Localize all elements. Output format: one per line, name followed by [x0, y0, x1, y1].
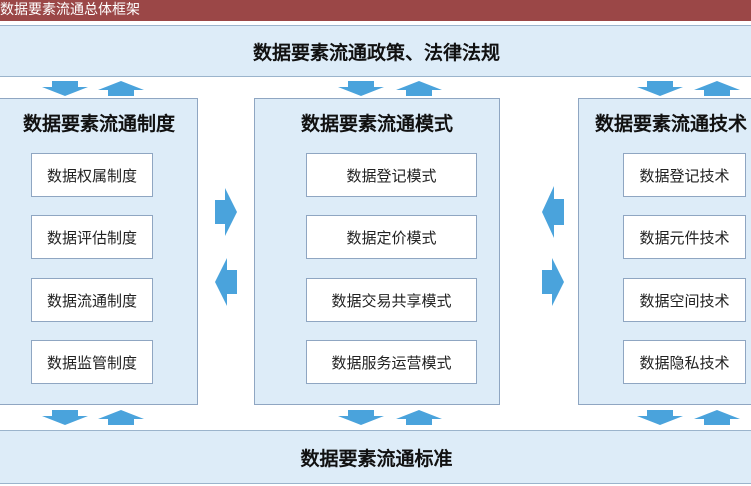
- arrow-right-icon: [215, 188, 237, 236]
- arrow-right-icon: [542, 258, 564, 306]
- list-item: 数据定价模式: [306, 215, 477, 259]
- list-item: 数据元件技术: [623, 215, 746, 259]
- column-title: 数据要素流通制度: [22, 113, 175, 135]
- list-item: 数据隐私技术: [623, 340, 746, 384]
- column-title: 数据要素流通技术: [595, 113, 748, 135]
- list-item: 数据流通制度: [31, 278, 153, 322]
- list-item: 数据权属制度: [31, 153, 153, 197]
- policy-law-band: 数据要素流通政策、法律法规: [0, 25, 751, 77]
- column-title: 数据要素流通模式: [300, 113, 453, 135]
- list-item: 数据监管制度: [31, 340, 153, 384]
- arrow-up-icon: [98, 410, 144, 425]
- arrow-up-icon: [694, 81, 740, 96]
- arrow-down-icon: [338, 81, 384, 96]
- arrow-down-icon: [338, 410, 384, 425]
- list-item: 数据登记模式: [306, 153, 477, 197]
- list-item: 数据评估制度: [31, 215, 153, 259]
- standards-band: 数据要素流通标准: [0, 430, 751, 484]
- list-item: 数据服务运营模式: [306, 340, 477, 384]
- arrow-down-icon: [637, 81, 683, 96]
- list-item: 数据交易共享模式: [306, 278, 477, 322]
- arrow-up-icon: [98, 81, 144, 96]
- technology-column: 数据要素流通技术 数据登记技术 数据元件技术 数据空间技术 数据隐私技术: [578, 98, 751, 405]
- institution-column: 数据要素流通制度 数据权属制度 数据评估制度 数据流通制度 数据监管制度: [0, 98, 198, 405]
- arrow-down-icon: [42, 410, 88, 425]
- arrow-left-icon: [542, 186, 564, 238]
- list-item: 数据登记技术: [623, 153, 746, 197]
- arrow-up-icon: [396, 410, 442, 425]
- arrow-left-icon: [215, 258, 237, 306]
- arrow-down-icon: [42, 81, 88, 96]
- list-item: 数据空间技术: [623, 278, 746, 322]
- page-title: 数据要素流通总体框架: [0, 0, 751, 21]
- arrow-up-icon: [694, 410, 740, 425]
- mode-column: 数据要素流通模式 数据登记模式 数据定价模式 数据交易共享模式 数据服务运营模式: [254, 98, 500, 405]
- arrow-down-icon: [637, 410, 683, 425]
- arrow-up-icon: [396, 81, 442, 96]
